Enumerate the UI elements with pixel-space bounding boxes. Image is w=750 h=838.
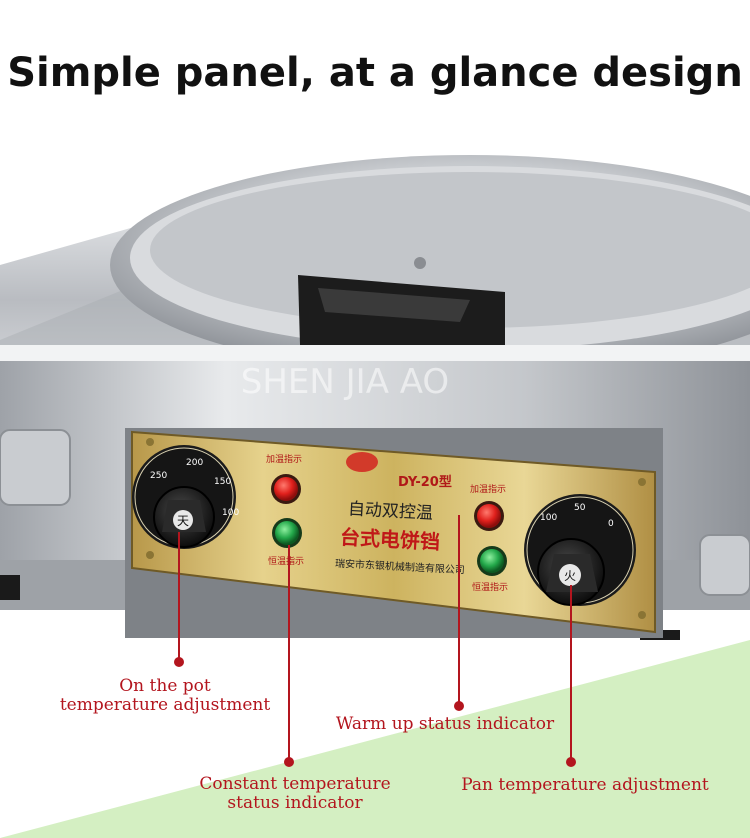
- panel-line1: 自动双控温: [347, 499, 433, 523]
- callout-dot-pan: [566, 757, 576, 767]
- svg-text:200: 200: [186, 458, 203, 468]
- panel-model: DY-20型: [398, 474, 452, 490]
- brand-logo: [346, 452, 378, 472]
- callout-dot-constant: [284, 757, 294, 767]
- callout-pot-temperature: On the pot temperature adjustment: [59, 676, 271, 715]
- svg-text:50: 50: [574, 503, 586, 513]
- green-band-bottom: [0, 640, 750, 838]
- svg-text:250: 250: [150, 471, 167, 481]
- warm-up-lamp-right: [474, 501, 504, 531]
- svg-text:0: 0: [608, 519, 614, 529]
- bottom-temperature-dial[interactable]: 100 50 0 火: [524, 494, 636, 606]
- svg-text:火: 火: [564, 569, 576, 583]
- svg-text:100: 100: [540, 513, 557, 523]
- constant-indicator-label-right: 恒温指示: [472, 581, 508, 593]
- callout-dot-pot: [174, 657, 184, 667]
- top-temperature-dial[interactable]: 250 200 150 100 天: [132, 445, 239, 549]
- callout-pan-temperature: Pan temperature adjustment: [461, 775, 709, 795]
- callout-constant-indicator: Constant temperature status indicator: [199, 774, 391, 813]
- callout-dot-warmup: [454, 701, 464, 711]
- svg-text:100: 100: [222, 508, 239, 518]
- warm-up-lamp-left: [271, 474, 301, 504]
- svg-text:天: 天: [177, 514, 189, 528]
- callout-warm-up-indicator: Warm up status indicator: [335, 714, 555, 734]
- watermark: SHEN JIA AO: [241, 362, 449, 402]
- svg-text:150: 150: [214, 477, 231, 487]
- constant-lamp-left: [272, 518, 302, 548]
- headline: Simple panel, at a glance design: [7, 50, 743, 96]
- constant-lamp-right: [477, 546, 507, 576]
- dial-right-badge: [559, 564, 581, 586]
- heat-indicator-label-left: 加温指示: [266, 453, 302, 465]
- callout-lines: [178, 515, 572, 760]
- dial-left-badge: [173, 510, 193, 530]
- constant-indicator-label-left: 恒温指示: [268, 555, 304, 567]
- control-panel: DY-20型 自动双控温 台式电饼铛 瑞安市东银机械制造有限公司 加温指示 恒温…: [131, 430, 656, 634]
- heat-indicator-label-right: 加温指示: [470, 483, 506, 495]
- panel-line2: 台式电饼铛: [339, 525, 440, 554]
